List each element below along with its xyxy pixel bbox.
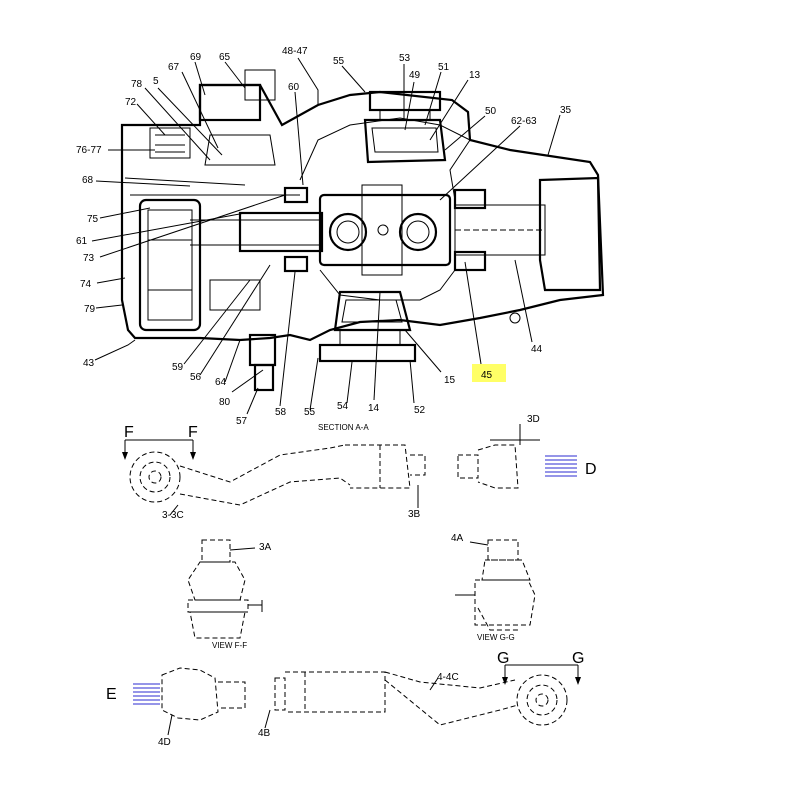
end-marker-e xyxy=(133,683,160,705)
callout-labels: 69 65 48-47 55 53 67 51 78 5 49 13 72 60… xyxy=(76,46,572,427)
callout-3-3c: 3-3C xyxy=(162,510,184,521)
callout-4d: 4D xyxy=(158,737,171,748)
callout-52: 52 xyxy=(414,405,426,416)
section-a-a-drawing xyxy=(120,69,605,392)
callout-76-77: 76-77 xyxy=(76,145,102,156)
view-letter-g-right: G xyxy=(572,650,584,667)
callout-67: 67 xyxy=(168,62,180,73)
view-f-f: 3A VIEW F-F xyxy=(187,539,272,650)
view-g-g-caption: VIEW G-G xyxy=(477,633,515,642)
callout-74: 74 xyxy=(80,279,92,290)
callout-45: 45 xyxy=(481,370,493,381)
callout-61: 61 xyxy=(76,236,88,247)
callout-54: 54 xyxy=(337,401,349,412)
callout-14: 14 xyxy=(368,403,380,414)
callout-62-63: 62-63 xyxy=(511,116,537,127)
callout-53: 53 xyxy=(399,53,411,64)
view-g-g: 4A VIEW G-G xyxy=(451,533,536,642)
callout-4-4c: 4-4C xyxy=(437,672,459,683)
callout-72: 72 xyxy=(125,97,137,108)
callout-35: 35 xyxy=(560,105,572,116)
callout-57: 57 xyxy=(236,416,248,427)
view-f-f-caption: VIEW F-F xyxy=(212,641,247,650)
callout-43: 43 xyxy=(83,358,95,369)
view-letter-e: E xyxy=(106,686,117,703)
callout-13: 13 xyxy=(469,70,481,81)
callout-79: 79 xyxy=(84,304,96,315)
callout-4a: 4A xyxy=(451,533,464,544)
callout-5: 5 xyxy=(153,76,159,87)
callout-3b: 3B xyxy=(408,509,421,520)
callout-50: 50 xyxy=(485,106,497,117)
assembly-3-views: F F 3-3C 3B 3D D xyxy=(122,414,597,521)
callout-4b: 4B xyxy=(258,728,271,739)
callout-3d: 3D xyxy=(527,414,540,425)
callout-leaders xyxy=(91,57,561,415)
view-letter-d: D xyxy=(585,461,597,478)
callout-44: 44 xyxy=(531,344,543,355)
view-letter-f-right: F xyxy=(188,424,198,441)
view-letter-g-left: G xyxy=(497,650,509,667)
callout-73: 73 xyxy=(83,253,95,264)
callout-64: 64 xyxy=(215,377,227,388)
callout-51: 51 xyxy=(438,62,450,73)
callout-60: 60 xyxy=(288,82,300,93)
assembly-4-views: E 4D 4B 4-4C G G xyxy=(106,650,584,748)
callout-3a: 3A xyxy=(259,542,272,553)
callout-59: 59 xyxy=(172,362,184,373)
end-marker-d xyxy=(545,455,577,477)
callout-55-bottom: 55 xyxy=(304,407,316,418)
section-caption: SECTION A-A xyxy=(318,423,369,432)
callout-58: 58 xyxy=(275,407,287,418)
callout-69: 69 xyxy=(190,52,202,63)
callout-48-47: 48-47 xyxy=(282,46,308,57)
callout-75: 75 xyxy=(87,214,99,225)
callout-80: 80 xyxy=(219,397,231,408)
callout-49: 49 xyxy=(409,70,421,81)
highlight-box xyxy=(472,364,506,382)
callout-15: 15 xyxy=(444,375,456,386)
callout-56: 56 xyxy=(190,372,202,383)
callout-68: 68 xyxy=(82,175,94,186)
callout-78: 78 xyxy=(131,79,143,90)
callout-65: 65 xyxy=(219,52,231,63)
callout-55-top: 55 xyxy=(333,56,345,67)
view-letter-f-left: F xyxy=(124,424,134,441)
